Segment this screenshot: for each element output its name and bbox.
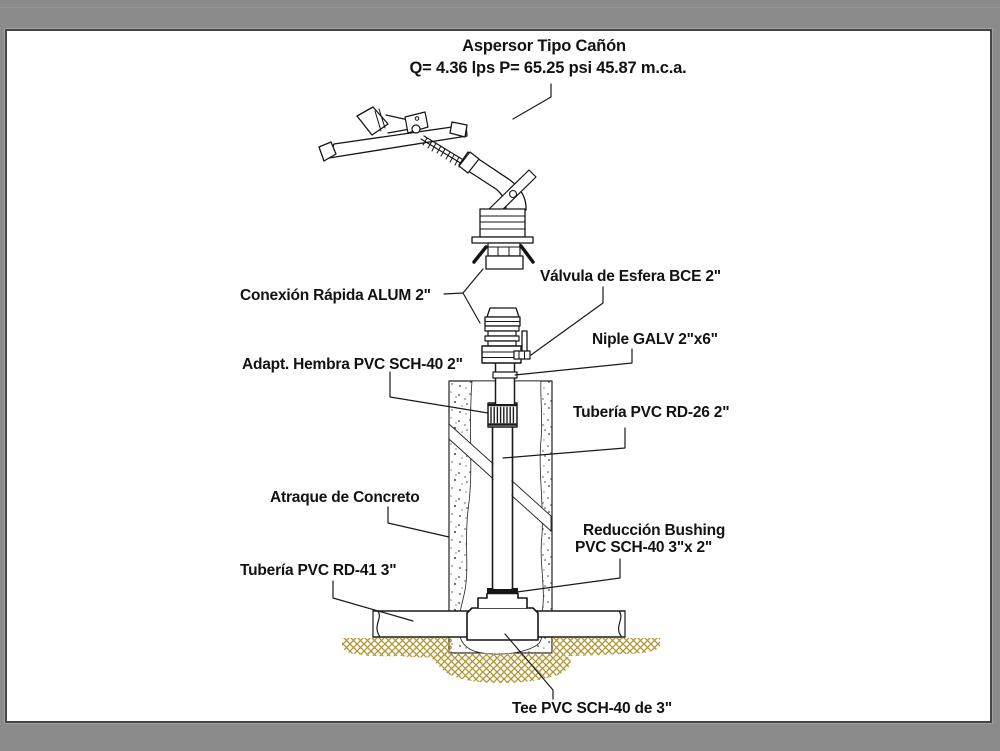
reduction-bushing <box>487 588 518 594</box>
valve-handle <box>521 330 528 353</box>
ball-valve-stack <box>481 307 531 364</box>
gun-body <box>479 208 526 238</box>
label-tuberia-rd41: Tubería PVC RD-41 3" <box>240 562 397 579</box>
ball-valve <box>481 330 531 364</box>
label-tuberia-rd26: Tubería PVC RD-26 2" <box>573 404 730 421</box>
boom-arm <box>328 124 468 159</box>
base-flange <box>471 236 534 244</box>
drawing-specs: Q= 4.36 lps P= 65.25 psi 45.87 m.c.a. <box>409 59 687 77</box>
leader-conexion <box>443 268 484 324</box>
leader-niple <box>514 348 633 376</box>
pivot-plate <box>404 111 429 134</box>
leader-adapt <box>389 371 489 414</box>
label-tee-pvc: Tee PVC SCH-40 de 3" <box>512 700 672 717</box>
ring-stack <box>484 325 520 347</box>
leader-title <box>512 83 552 120</box>
label-reduccion-bushing-line2: PVC SCH-40 3"x 2" <box>575 539 713 556</box>
boom-right-tip <box>449 121 468 138</box>
barrel-collar <box>458 151 480 174</box>
female-adapter <box>487 402 518 428</box>
pivot-bolt <box>411 124 421 134</box>
leader-tee <box>504 633 554 700</box>
riser-pipe <box>487 362 518 590</box>
window-chrome-divider <box>0 7 1000 8</box>
label-valvula-esfera: Válvula de Esfera BCE 2" <box>540 268 721 285</box>
pipe-break-right <box>617 610 626 637</box>
tee-fitting <box>466 588 539 641</box>
leader-rd26 <box>502 427 626 459</box>
label-atraque-concreto: Atraque de Concreto <box>270 489 420 506</box>
label-adapt-hembra: Adapt. Hembra PVC SCH-40 2" <box>242 356 463 373</box>
pipe-break-left <box>372 610 381 638</box>
boom-left-tip <box>318 141 337 162</box>
leader-valvula <box>530 286 604 356</box>
leader-atraque <box>387 506 450 538</box>
quick-coupler-male <box>472 242 535 270</box>
counterweight-paddle <box>356 106 389 136</box>
ground-hatch <box>342 638 660 684</box>
sprinkler-gun <box>318 106 537 270</box>
label-reduccion-bushing-line1: Reducción Bushing <box>583 522 726 539</box>
camlock-male-top <box>486 307 520 318</box>
leader-lines <box>332 83 633 700</box>
leader-reduccion <box>516 558 621 593</box>
drawing-title: Aspersor Tipo Cañón <box>462 37 626 55</box>
galvanized-niple <box>492 362 518 405</box>
leader-rd41 <box>332 580 414 622</box>
valve-handle-nut <box>513 350 531 360</box>
label-niple-galv: Niple GALV 2"x6" <box>592 331 718 348</box>
label-conexion-rapida: Conexión Rápida ALUM 2" <box>240 287 431 304</box>
